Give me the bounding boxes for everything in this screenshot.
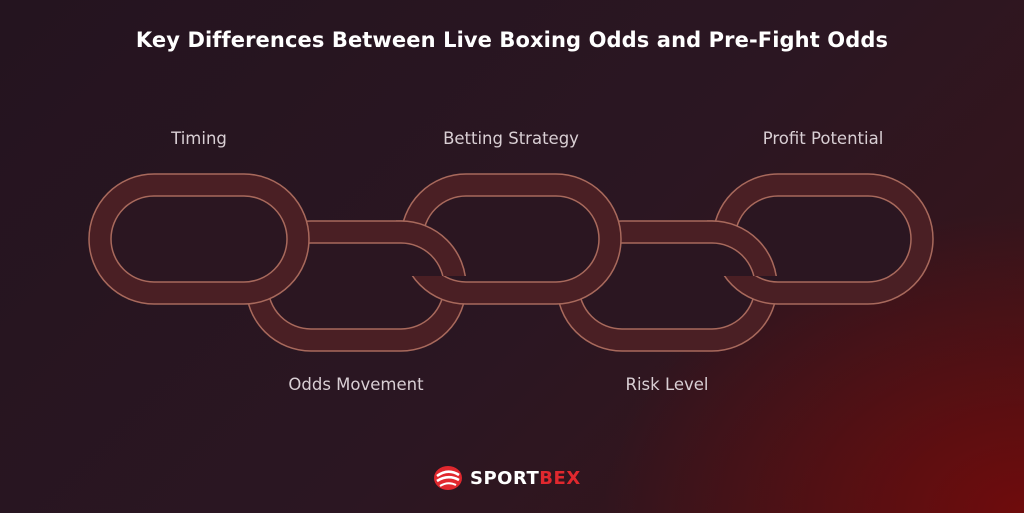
logo-text-bex: BEX — [539, 467, 581, 489]
label-timing: Timing — [171, 129, 227, 148]
page-title: Key Differences Between Live Boxing Odds… — [135, 28, 889, 52]
boxing-glove-icon — [434, 466, 462, 490]
label-odds-movement: Odds Movement — [288, 375, 424, 394]
chain-link-bottom-overlap-2 — [707, 220, 777, 276]
chain-link-top-1 — [88, 173, 310, 305]
sportbex-logo: SPORTBEX — [432, 462, 581, 494]
label-profit-potential: Profit Potential — [762, 129, 884, 148]
logo-text-sport: SPORT — [470, 467, 540, 489]
chain-link-bottom-overlap-1 — [396, 220, 466, 276]
label-betting-strategy: Betting Strategy — [443, 129, 579, 148]
label-risk-level: Risk Level — [625, 375, 709, 394]
